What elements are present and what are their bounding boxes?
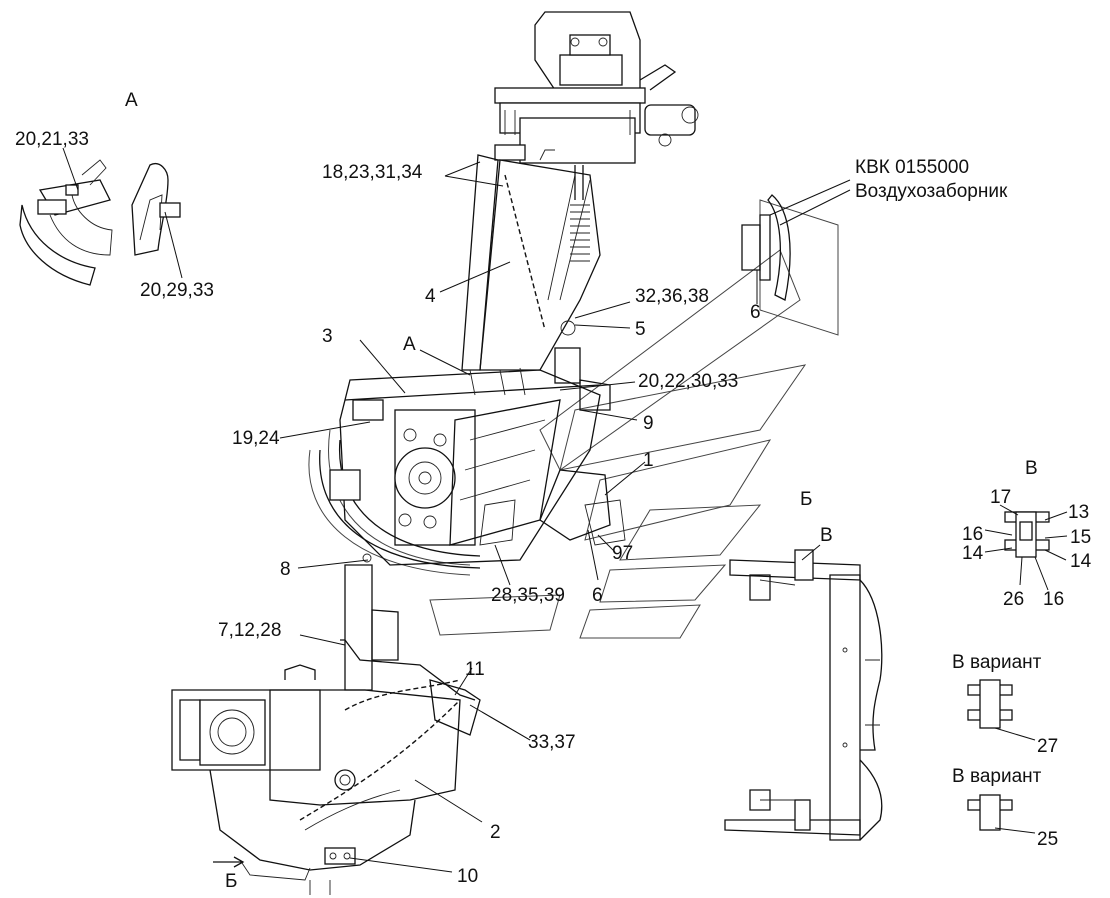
- callout-5: 5: [635, 319, 646, 340]
- callout-32-36-38: 32,36,38: [635, 286, 709, 307]
- part-code-label: КВК 0155000: [855, 157, 969, 178]
- section-marker-v: В: [820, 525, 833, 546]
- view-b-arrow-label: Б: [225, 871, 237, 892]
- callout-25: 25: [1037, 829, 1058, 850]
- callout-26: 26: [1003, 589, 1024, 610]
- callout-27: 27: [1037, 736, 1058, 757]
- ghost-outline-9: [308, 449, 471, 576]
- callout-3: 3: [322, 326, 333, 347]
- ghost-outline-2: [539, 249, 801, 471]
- ghost-outline-10: [328, 429, 471, 566]
- ghost-outline-6: [599, 564, 727, 603]
- airintake-detail: [741, 194, 791, 301]
- ghost-outline-4: [584, 439, 772, 541]
- callout-33-37: 33,37: [528, 732, 576, 753]
- callout-16-b: 16: [1043, 589, 1064, 610]
- view-a-detail: [19, 147, 183, 286]
- callout-28-35-39: 28,35,39: [491, 585, 565, 606]
- callout-20-21-33: 20,21,33: [15, 129, 89, 150]
- view-v-variant-1: В вариант: [952, 652, 1042, 673]
- callout-6-main: 6: [592, 585, 603, 606]
- callout-14-a: 14: [962, 543, 984, 564]
- ghost-outline-7: [579, 604, 701, 639]
- callout-10: 10: [457, 866, 478, 887]
- ghost-outline-3: [559, 364, 807, 471]
- callout-13: 13: [1068, 502, 1089, 523]
- callout-14-b: 14: [1070, 551, 1092, 572]
- background-outlines: [308, 199, 839, 639]
- section-marker-a: А: [403, 334, 416, 355]
- view-a-title: А: [125, 90, 138, 111]
- top-assembly: [461, 11, 699, 384]
- ghost-outline-1: [759, 199, 839, 336]
- callout-2: 2: [490, 822, 501, 843]
- callout-20-22-30-33: 20,22,30,33: [638, 371, 738, 392]
- callout-11: 11: [465, 659, 485, 680]
- lower-assembly: [171, 553, 481, 895]
- callout-16-a: 16: [962, 524, 983, 545]
- callout-17: 17: [990, 487, 1011, 508]
- callout-97: 97: [612, 543, 633, 564]
- callout-18-23-31-34: 18,23,31,34: [322, 162, 423, 183]
- view-v-fasteners: [967, 504, 1068, 834]
- callout-19-24: 19,24: [232, 428, 280, 449]
- view-v-variant-2: В вариант: [952, 766, 1042, 787]
- callout-15: 15: [1070, 527, 1091, 548]
- callout-20-29-33: 20,29,33: [140, 280, 214, 301]
- view-v-title: В: [1025, 458, 1038, 479]
- view-b-section: [724, 549, 883, 841]
- text-labels: А А Б Б В В В вариант В вариант КВК 0155…: [15, 90, 1092, 892]
- callout-4: 4: [425, 286, 436, 307]
- ghost-outline-8: [429, 594, 561, 636]
- leader-lines: [213, 161, 851, 873]
- view-b-title: Б: [800, 489, 812, 510]
- callout-1: 1: [643, 450, 654, 471]
- part-name-label: Воздухозаборник: [855, 181, 1008, 202]
- ghost-outline-5: [619, 504, 762, 561]
- callout-9: 9: [643, 413, 654, 434]
- callout-6-side: 6: [750, 302, 761, 323]
- main-housing: [319, 367, 626, 569]
- callout-8: 8: [280, 559, 291, 580]
- callout-7-12-28: 7,12,28: [218, 620, 281, 641]
